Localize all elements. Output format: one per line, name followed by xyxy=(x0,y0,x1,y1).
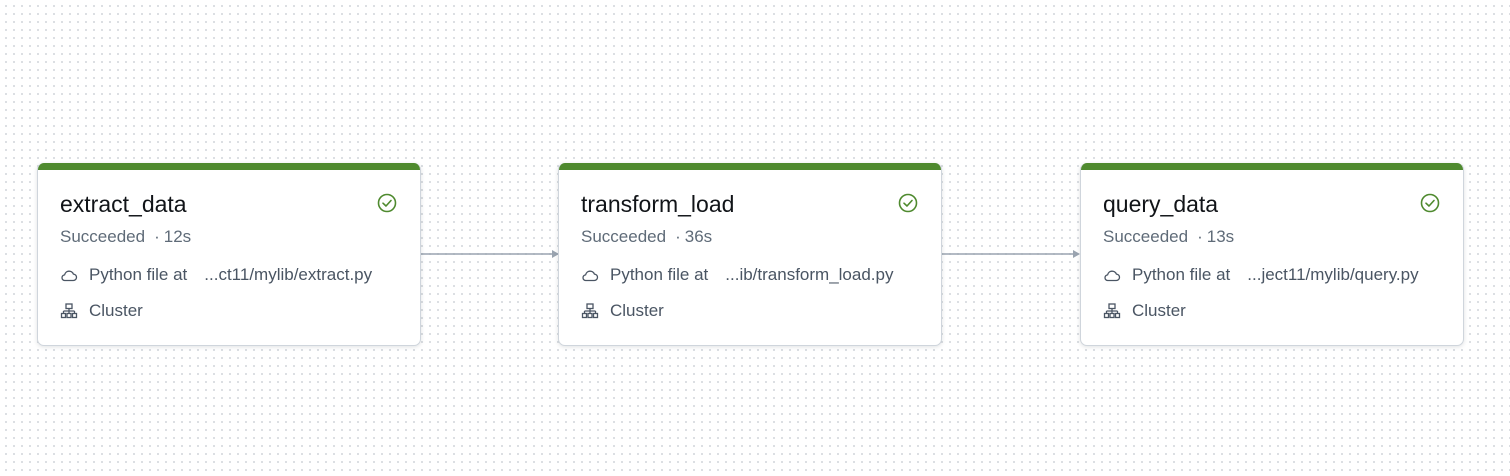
status-separator: · xyxy=(154,227,160,246)
edge-extract-to-transform xyxy=(421,250,559,258)
task-name: transform_load xyxy=(581,191,735,217)
task-compute-row: Cluster xyxy=(60,301,143,321)
cloud-icon xyxy=(61,270,78,282)
task-source-label: Python file at xyxy=(89,265,188,284)
task-duration: 12s xyxy=(163,227,192,246)
task-compute: Cluster xyxy=(89,301,143,320)
task-node-transform-load[interactable]: transform_load Succeeded ·36s Python file… xyxy=(558,163,942,346)
check-circle-icon xyxy=(898,193,918,213)
task-status-line: Succeeded ·12s xyxy=(60,227,191,247)
cluster-icon xyxy=(1103,303,1121,319)
status-separator: · xyxy=(675,227,681,246)
task-status: Succeeded xyxy=(60,227,146,246)
task-status-bar xyxy=(1081,163,1463,170)
check-circle-icon xyxy=(1420,193,1440,213)
task-status-line: Succeeded ·13s xyxy=(1103,227,1234,247)
status-separator: · xyxy=(1197,227,1203,246)
task-duration: 36s xyxy=(684,227,713,246)
task-node-extract-data[interactable]: extract_data Succeeded ·12s Python file a… xyxy=(37,163,421,346)
task-compute: Cluster xyxy=(1132,301,1186,320)
task-status-bar xyxy=(559,163,941,170)
cloud-icon xyxy=(1104,270,1121,282)
task-source-path[interactable]: ...ject11/mylib/query.py xyxy=(1247,265,1419,284)
task-duration: 13s xyxy=(1206,227,1235,246)
edge-transform-to-query xyxy=(942,250,1080,258)
task-status-line: Succeeded ·36s xyxy=(581,227,712,247)
task-source-label: Python file at xyxy=(1132,265,1231,284)
edge-arrowhead-icon xyxy=(1073,250,1080,258)
task-compute-row: Cluster xyxy=(581,301,664,321)
cluster-icon xyxy=(581,303,599,319)
task-source-label: Python file at xyxy=(610,265,709,284)
task-compute-row: Cluster xyxy=(1103,301,1186,321)
task-node-query-data[interactable]: query_data Succeeded ·13s Python file at … xyxy=(1080,163,1464,346)
task-name: extract_data xyxy=(60,191,187,217)
task-compute: Cluster xyxy=(610,301,664,320)
task-source-row: Python file at ...ct11/mylib/extract.py xyxy=(60,265,372,285)
task-source-path[interactable]: ...ib/transform_load.py xyxy=(725,265,894,284)
task-source-path[interactable]: ...ct11/mylib/extract.py xyxy=(204,265,373,284)
task-status: Succeeded xyxy=(1103,227,1189,246)
check-circle-icon xyxy=(377,193,397,213)
task-name: query_data xyxy=(1103,191,1219,217)
cloud-icon xyxy=(582,270,599,282)
task-source-row: Python file at ...ject11/mylib/query.py xyxy=(1103,265,1419,285)
cluster-icon xyxy=(60,303,78,319)
task-source-row: Python file at ...ib/transform_load.py xyxy=(581,265,893,285)
task-status: Succeeded xyxy=(581,227,667,246)
task-status-bar xyxy=(38,163,420,170)
